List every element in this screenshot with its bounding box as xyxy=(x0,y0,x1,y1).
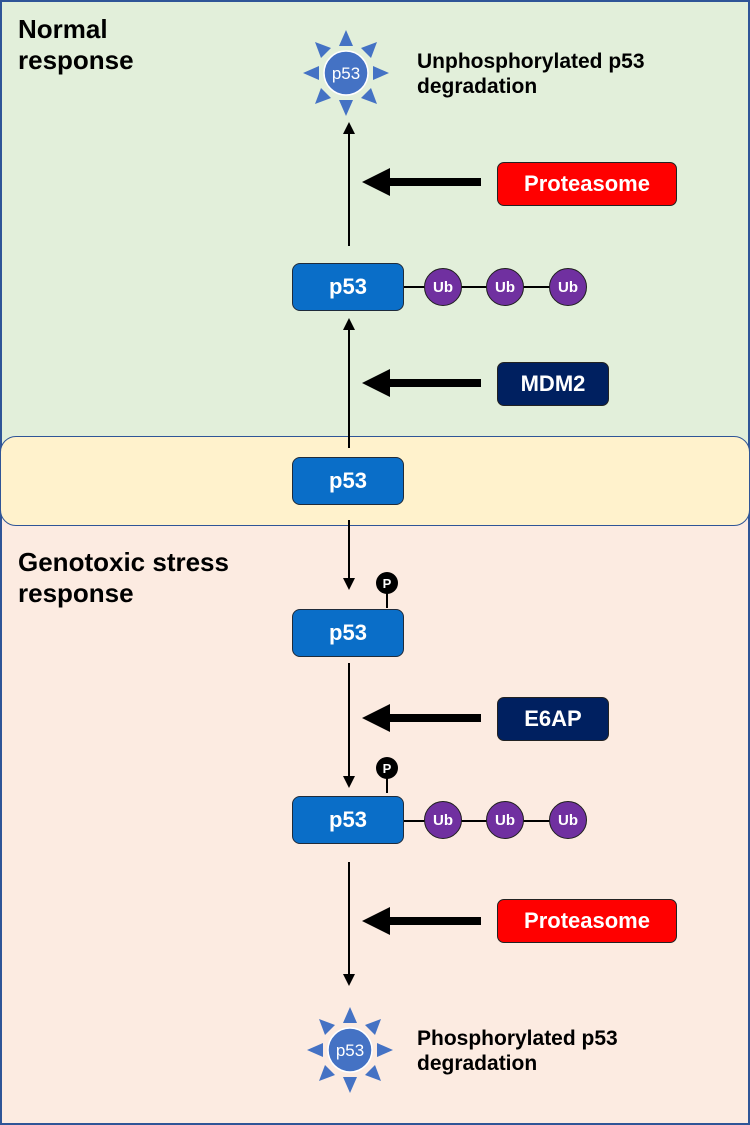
phosphate-stem-1 xyxy=(386,592,388,608)
normal-outcome-line2: degradation xyxy=(417,75,538,98)
proteasome-normal-box: Proteasome xyxy=(497,162,677,206)
phosphorylated-degradation-label: Phosphorylated p53 degradation xyxy=(417,1026,618,1076)
ubiquitin-3: Ub xyxy=(549,268,587,306)
normal-response-title: Normal response xyxy=(18,14,134,76)
degraded-p53-star-icon: p53 xyxy=(303,30,389,116)
normal-title-line2: response xyxy=(18,45,134,75)
p53-ubiquitinated-normal: p53 xyxy=(292,263,404,311)
arrowhead-up-1 xyxy=(343,318,355,330)
proteasome-stress-box: Proteasome xyxy=(497,899,677,943)
star-label-2: p53 xyxy=(336,1041,364,1060)
arrowhead-down-3 xyxy=(343,974,355,986)
arrowhead-down-1 xyxy=(343,578,355,590)
phosphate-group-2: P xyxy=(376,757,398,793)
phosphate-stem-2 xyxy=(386,777,388,793)
mdm2-box: MDM2 xyxy=(497,362,609,406)
ubiquitin-1: Ub xyxy=(424,268,462,306)
ubiquitin-stress-1: Ub xyxy=(424,801,462,839)
ub-chain-link xyxy=(404,286,564,288)
stress-title-line2: response xyxy=(18,578,134,608)
proteasome-normal-action-arrow xyxy=(362,168,481,196)
unphosphorylated-degradation-label: Unphosphorylated p53 degradation xyxy=(417,49,645,99)
ubiquitin-stress-2: Ub xyxy=(486,801,524,839)
normal-title-line1: Normal xyxy=(18,14,108,44)
ubiquitin-stress-3: Ub xyxy=(549,801,587,839)
stress-outcome-line1: Phosphorylated p53 xyxy=(417,1027,618,1050)
arrowhead-up-2 xyxy=(343,122,355,134)
degraded-phospho-p53-star-icon: p53 xyxy=(307,1007,393,1093)
p53-basal: p53 xyxy=(292,457,404,505)
star-label: p53 xyxy=(332,64,360,83)
stress-title-line1: Genotoxic stress xyxy=(18,547,229,577)
e6ap-action-arrow xyxy=(362,704,481,732)
phosphate-label-1: P xyxy=(376,572,398,594)
p53-phosphorylated: p53 xyxy=(292,609,404,657)
p53-phosphorylated-ubiquitinated: p53 xyxy=(292,796,404,844)
phosphate-group-1: P xyxy=(376,572,398,608)
e6ap-box: E6AP xyxy=(497,697,609,741)
arrowhead-down-2 xyxy=(343,776,355,788)
mdm2-action-arrow xyxy=(362,369,481,397)
ubiquitin-2: Ub xyxy=(486,268,524,306)
phosphate-label-2: P xyxy=(376,757,398,779)
genotoxic-stress-title: Genotoxic stress response xyxy=(18,547,229,609)
normal-outcome-line1: Unphosphorylated p53 xyxy=(417,50,645,73)
proteasome-stress-action-arrow xyxy=(362,907,481,935)
ub-chain-link-stress xyxy=(404,820,564,822)
stress-outcome-line2: degradation xyxy=(417,1052,538,1075)
